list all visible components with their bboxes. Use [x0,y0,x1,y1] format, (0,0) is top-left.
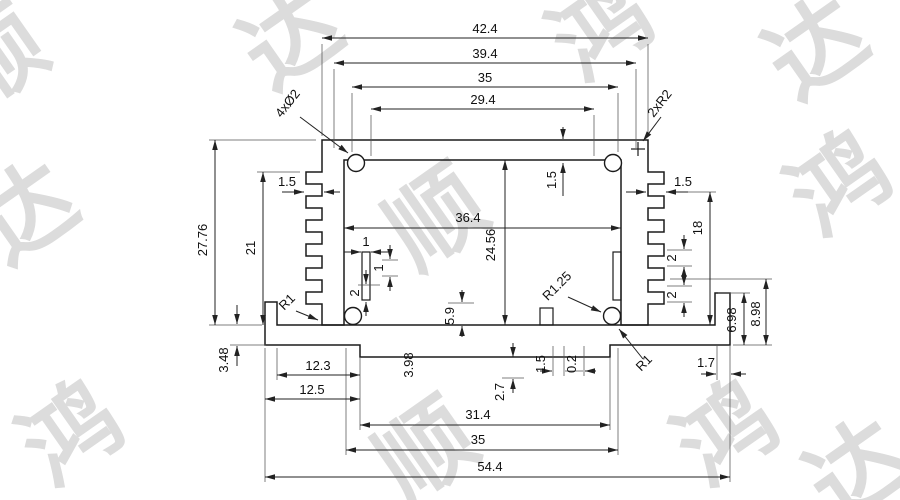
dim-radius-left: R1 [276,291,298,313]
extension-lines [209,44,772,482]
watermark-char: 鸿 [531,0,672,101]
dim-height-right-18: 18 [690,221,705,235]
dim-radius-boss: R1.25 [539,268,574,303]
dim-width-39-4: 39.4 [472,46,497,61]
dim-1-7: 1.7 [697,355,715,370]
dim-12-5: 12.5 [299,382,324,397]
dim-rib-1a: 1 [362,234,369,249]
dim-rib-2b: 2 [664,254,679,261]
dim-tooth-left: 1.5 [278,174,296,189]
watermark-char: 达 [746,0,887,121]
screw-boss-top-left [346,153,366,173]
dim-5-9: 5.9 [442,307,457,325]
screw-boss-top-right [603,153,623,173]
bottom-plate-outline [264,292,731,358]
dim-2-7: 2.7 [492,383,507,401]
watermark-char: 达 [787,398,900,500]
dim-width-35-top: 35 [478,70,492,85]
dim-inner-width: 36.4 [455,210,480,225]
dimension-lines [212,35,769,480]
dim-8-98: 8.98 [748,301,763,326]
watermark-char: 顺 [0,0,67,131]
dim-rib-1b: 1 [371,264,386,271]
watermark-char: 鸿 [1,361,142,500]
dim-6-98: 6.98 [724,307,739,332]
dim-bottom-width-31-4: 31.4 [465,407,490,422]
dim-tooth-right: 1.5 [674,174,692,189]
watermark-char: 鸿 [656,361,797,500]
watermark-char: 顺 [366,146,507,291]
dim-1-5-bottom: 1.5 [533,355,548,373]
inner-rib-left [361,251,371,301]
dim-radius-right: R1 [633,352,655,374]
dim-overall-width-top: 42.4 [472,21,497,36]
dim-width-29-4: 29.4 [470,92,495,107]
dim-ceiling-thickness: 1.5 [544,171,559,189]
inner-rib-right [612,251,622,301]
dim-height-27-76: 27.76 [195,224,210,257]
dim-overall-width-bottom: 54.4 [477,459,502,474]
screw-boss-bottom-right [602,306,622,326]
screw-boss-bottom-left [343,306,363,326]
center-cross-icon [631,142,645,156]
dim-bottom-width-35: 35 [471,432,485,447]
dim-corner-radius-label: 2xR2 [644,87,675,120]
bottom-slot [539,307,554,326]
dim-inner-height: 24.56 [483,229,498,262]
watermark-char: 达 [0,141,97,286]
dim-rib-2c: 2 [664,291,679,298]
dim-3-98: 3.98 [401,352,416,377]
dim-3-48: 3.48 [216,347,231,372]
dim-12-3: 12.3 [305,358,330,373]
leader-lines [295,116,662,360]
dim-rib-2a: 2 [347,289,362,296]
dim-0-2: 0.2 [564,355,579,373]
profile-geometry [264,139,731,358]
watermark-char: 鸿 [769,111,900,256]
dim-height-21: 21 [243,241,258,255]
